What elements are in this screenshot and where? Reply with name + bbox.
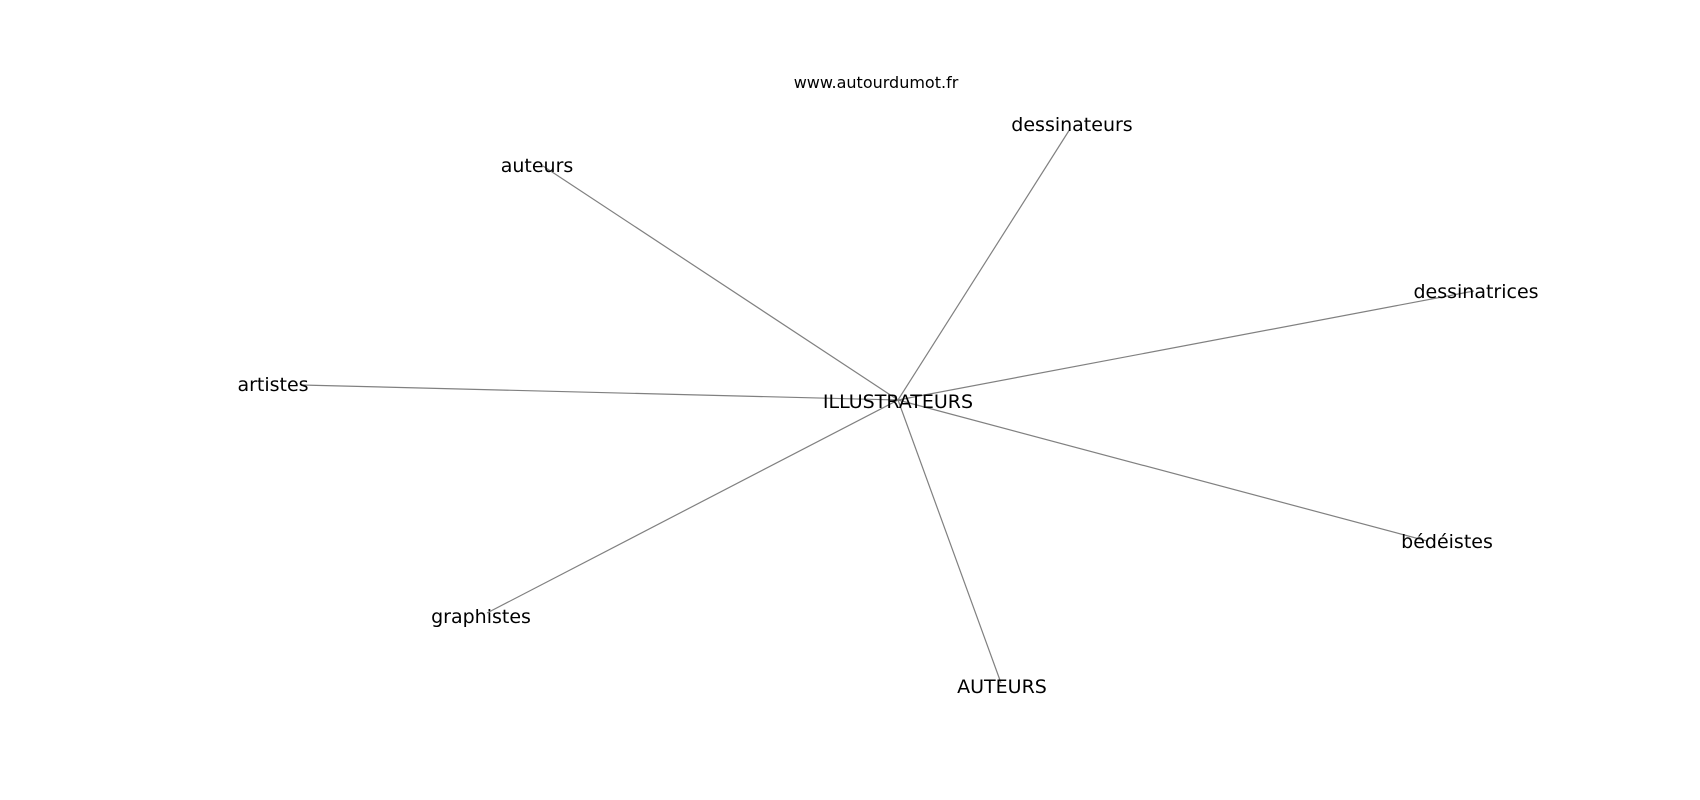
edge-center-bedeistes	[897, 399, 1428, 542]
node-center-illustrateurs[interactable]: ILLUSTRATEURS	[823, 391, 973, 413]
edge-center-dessinatrices	[897, 290, 1475, 401]
nodes-layer: ILLUSTRATEURS dessinateurs auteurs dessi…	[237, 114, 1538, 698]
node-dessinatrices[interactable]: dessinatrices	[1413, 281, 1538, 303]
node-graphistes[interactable]: graphistes	[431, 606, 531, 628]
edge-center-auteurs	[542, 165, 899, 401]
node-artistes[interactable]: artistes	[237, 374, 308, 396]
node-dessinateurs[interactable]: dessinateurs	[1011, 114, 1132, 136]
edge-center-dessinateurs	[897, 128, 1071, 401]
node-auteurs-upper[interactable]: AUTEURS	[957, 676, 1047, 698]
edges-layer	[300, 128, 1475, 684]
site-watermark: www.autourdumot.fr	[794, 73, 959, 92]
node-bedeistes[interactable]: bédéistes	[1401, 531, 1493, 553]
node-auteurs[interactable]: auteurs	[501, 155, 574, 177]
edge-center-graphistes	[486, 399, 899, 614]
edge-center-artistes	[300, 384, 899, 401]
edge-center-auteurs-upper	[897, 399, 1002, 684]
